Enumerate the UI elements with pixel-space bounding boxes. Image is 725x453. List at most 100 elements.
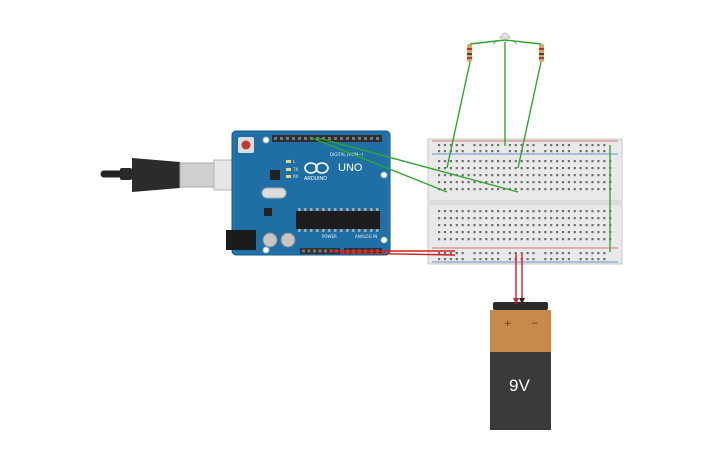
breadboard-hole <box>579 144 582 147</box>
chip-pin <box>370 229 373 232</box>
resistor-left[interactable] <box>467 44 472 62</box>
breadboard-hole <box>579 252 582 255</box>
breadboard-hole <box>438 238 441 241</box>
breadboard-hole <box>597 231 600 234</box>
breadboard-hole <box>520 174 523 177</box>
breadboard-hole <box>514 150 517 153</box>
breadboard-hole <box>449 210 452 213</box>
breadboard-hole <box>550 174 553 177</box>
breadboard-hole <box>585 217 588 220</box>
breadboard-hole <box>538 217 541 220</box>
breadboard-hole <box>579 188 582 191</box>
breadboard-hole <box>550 231 553 234</box>
breadboard-hole <box>556 258 559 261</box>
power-pin <box>324 249 327 253</box>
breadboard-hole <box>544 160 547 163</box>
breadboard-hole <box>573 231 576 234</box>
breadboard-hole <box>497 210 500 213</box>
breadboard-hole <box>449 144 452 147</box>
breadboard-hole <box>455 150 458 153</box>
breadboard-hole <box>603 174 606 177</box>
arduino-uno-board[interactable]: DIGITAL (PWM~) ARDUINO UNO L TX RX <box>226 130 391 256</box>
breadboard-hole <box>467 174 470 177</box>
breadboard-hole <box>443 167 447 170</box>
breadboard-hole <box>473 258 476 261</box>
breadboard-hole <box>585 144 588 147</box>
breadboard-hole <box>550 258 553 261</box>
breadboard-hole <box>591 167 594 170</box>
breadboard-hole <box>544 224 547 227</box>
digital-header[interactable] <box>272 135 382 142</box>
breadboard-hole <box>550 144 553 147</box>
breadboard-hole <box>556 210 559 213</box>
breadboard-hole <box>502 188 506 191</box>
chip-pin <box>364 229 367 232</box>
breadboard-hole <box>585 167 588 170</box>
resistor-right[interactable] <box>539 44 544 62</box>
breadboard-hole <box>485 238 488 241</box>
breadboard-hole <box>532 181 535 184</box>
breadboard-hole <box>455 210 458 213</box>
chip-pin <box>334 229 337 232</box>
usb-cable[interactable] <box>100 158 249 192</box>
breadboard-hole <box>467 188 470 191</box>
breadboard-hole <box>579 150 582 153</box>
chip-pin <box>364 208 367 211</box>
breadboard-hole <box>479 217 482 220</box>
breadboard-hole <box>491 252 494 255</box>
breadboard-hole <box>497 144 500 147</box>
breadboard-hole <box>491 144 494 147</box>
breadboard-hole <box>561 258 565 261</box>
breadboard-hole <box>443 160 447 163</box>
breadboard-hole <box>449 174 452 177</box>
breadboard-hole <box>597 217 600 220</box>
breadboard-hole <box>544 238 547 241</box>
breadboard-hole <box>573 238 576 241</box>
breadboard-hole <box>491 231 494 234</box>
breadboard-hole <box>438 160 441 163</box>
signal-wires[interactable] <box>311 39 611 252</box>
breadboard-hole <box>585 188 588 191</box>
power-wires[interactable] <box>330 250 525 304</box>
breadboard-hole <box>561 144 565 147</box>
breadboard-hole <box>526 217 529 220</box>
breadboard-hole <box>556 224 559 227</box>
breadboard-hole <box>467 210 470 213</box>
led-tx-icon <box>286 168 291 171</box>
breadboard-hole <box>514 210 517 213</box>
chip-pin <box>376 208 379 211</box>
breadboard-hole <box>603 238 606 241</box>
breadboard[interactable] <box>427 138 623 265</box>
chip-pin <box>346 229 349 232</box>
breadboard-hole <box>497 231 500 234</box>
breadboard-hole <box>438 210 441 213</box>
breadboard-hole <box>597 144 600 147</box>
breadboard-hole <box>520 181 523 184</box>
breadboard-hole <box>532 224 535 227</box>
breadboard-hole <box>473 160 476 163</box>
breadboard-hole <box>449 160 452 163</box>
breadboard-hole <box>514 144 517 147</box>
power-jack[interactable] <box>226 230 256 250</box>
breadboard-hole <box>485 217 488 220</box>
chip-pin <box>358 229 361 232</box>
breadboard-hole <box>526 174 529 177</box>
chip-pin <box>334 208 337 211</box>
breadboard-hole <box>438 181 441 184</box>
breadboard-hole <box>479 160 482 163</box>
breadboard-hole <box>591 188 594 191</box>
header-pin <box>364 137 367 140</box>
breadboard-hole <box>567 231 570 234</box>
led-label-tx: TX <box>292 167 298 172</box>
digital-label: DIGITAL (PWM~) <box>330 152 364 157</box>
breadboard-hole <box>491 238 494 241</box>
breadboard-hole <box>502 231 506 234</box>
battery-9v[interactable]: 9V + − <box>490 302 551 430</box>
breadboard-hole <box>461 231 464 234</box>
breadboard-hole <box>561 224 565 227</box>
breadboard-hole <box>520 217 523 220</box>
breadboard-hole <box>502 160 506 163</box>
breadboard-hole <box>461 144 464 147</box>
